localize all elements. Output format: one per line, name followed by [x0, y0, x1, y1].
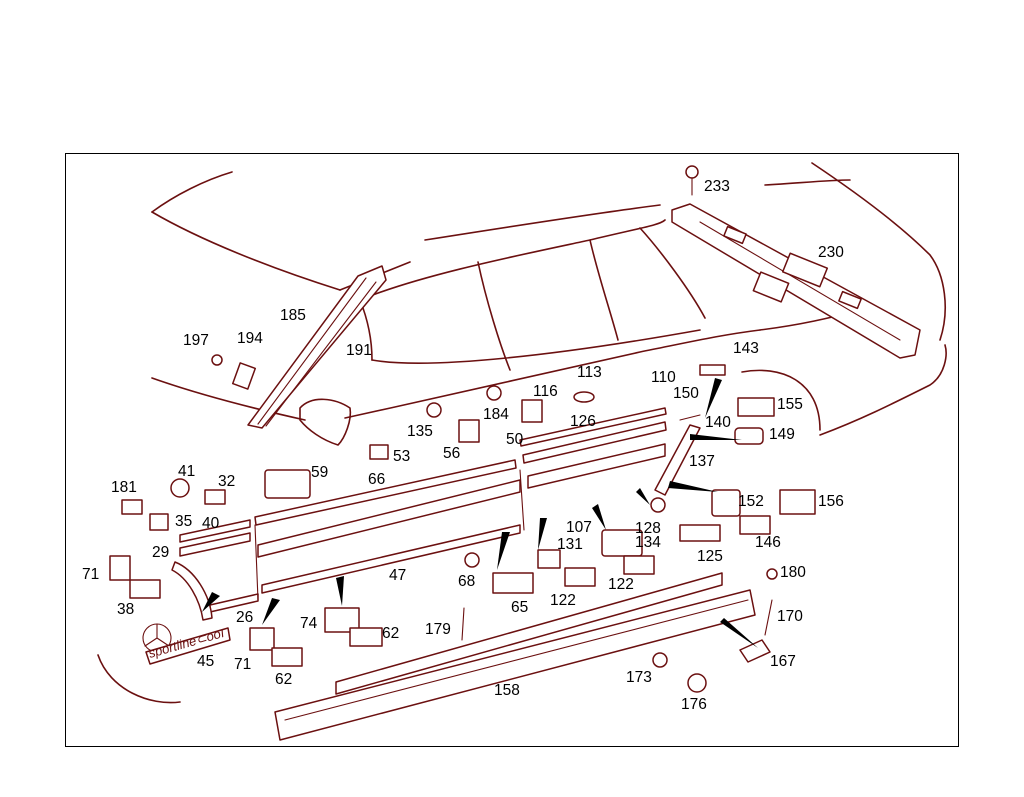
callout-40: 40: [202, 515, 220, 532]
fender-moulding-29: [171, 561, 213, 621]
callout-150: 150: [673, 385, 699, 402]
callout-116: 116: [533, 383, 558, 400]
rear-spoiler-230: [671, 203, 921, 359]
callout-56: 56: [443, 445, 460, 462]
callout-156: 156: [818, 493, 844, 510]
callout-173: 173: [626, 669, 652, 686]
callout-126: 126: [570, 413, 596, 430]
callout-135: 135: [407, 423, 433, 440]
callout-122-left: 122: [550, 592, 576, 609]
callout-180: 180: [780, 564, 806, 581]
pointer-arrows: [202, 378, 758, 648]
callout-134: 134: [635, 534, 661, 551]
callout-140: 140: [705, 414, 731, 431]
diagram-frame: [65, 153, 959, 747]
callout-197: 197: [183, 332, 209, 349]
callout-68: 68: [458, 573, 475, 590]
callout-62-bottom: 62: [275, 671, 292, 688]
callout-170: 170: [777, 608, 803, 625]
callout-38: 38: [117, 601, 134, 618]
roof-trim-185-191: [247, 265, 387, 429]
callout-152: 152: [738, 493, 764, 510]
hardware-clips: [109, 165, 816, 693]
callout-107: 107: [566, 519, 592, 536]
sill-panel-158: [274, 572, 756, 741]
callout-143: 143: [733, 340, 759, 357]
callout-35: 35: [175, 513, 192, 530]
callout-185: 185: [280, 307, 306, 324]
callout-122-right: 122: [608, 576, 634, 593]
callout-146: 146: [755, 534, 781, 551]
callout-71-bottom: 71: [234, 656, 251, 673]
lower-door-moulding-47: [179, 443, 666, 613]
callout-59: 59: [311, 464, 328, 481]
callout-labels: 233 230 185 191 197 194 143 113 116 110 …: [82, 178, 844, 713]
callout-110: 110: [651, 369, 676, 386]
callout-113: 113: [577, 364, 602, 381]
callout-53: 53: [393, 448, 410, 465]
callout-149: 149: [769, 426, 795, 443]
callout-167: 167: [770, 653, 796, 670]
callout-26: 26: [236, 609, 253, 626]
callout-41: 41: [178, 463, 195, 480]
callout-184: 184: [483, 406, 509, 423]
callout-191: 191: [346, 342, 372, 359]
callout-131: 131: [557, 536, 583, 553]
callout-233: 233: [704, 178, 730, 195]
rear-moulding-110: [654, 414, 701, 496]
callout-179: 179: [425, 621, 451, 638]
callout-47: 47: [389, 567, 406, 584]
callout-66: 66: [368, 471, 385, 488]
callout-176: 176: [681, 696, 707, 713]
callout-32: 32: [218, 473, 235, 490]
callout-181: 181: [111, 479, 137, 496]
callout-137: 137: [689, 453, 715, 470]
callout-74: 74: [300, 615, 318, 632]
callout-71-top: 71: [82, 566, 99, 583]
callout-50: 50: [506, 431, 524, 448]
callout-65: 65: [511, 599, 528, 616]
upper-door-moulding-50: [254, 407, 667, 526]
callout-29: 29: [152, 544, 169, 561]
callout-158: 158: [494, 682, 520, 699]
sportline-badge-45: sportline⊂ooı: [142, 623, 231, 665]
callout-125: 125: [697, 548, 723, 565]
callout-62-right: 62: [382, 625, 399, 642]
callout-128: 128: [635, 520, 661, 537]
callout-230: 230: [818, 244, 844, 261]
callout-194: 194: [237, 330, 263, 347]
callout-155: 155: [777, 396, 803, 413]
callout-45: 45: [197, 653, 214, 670]
